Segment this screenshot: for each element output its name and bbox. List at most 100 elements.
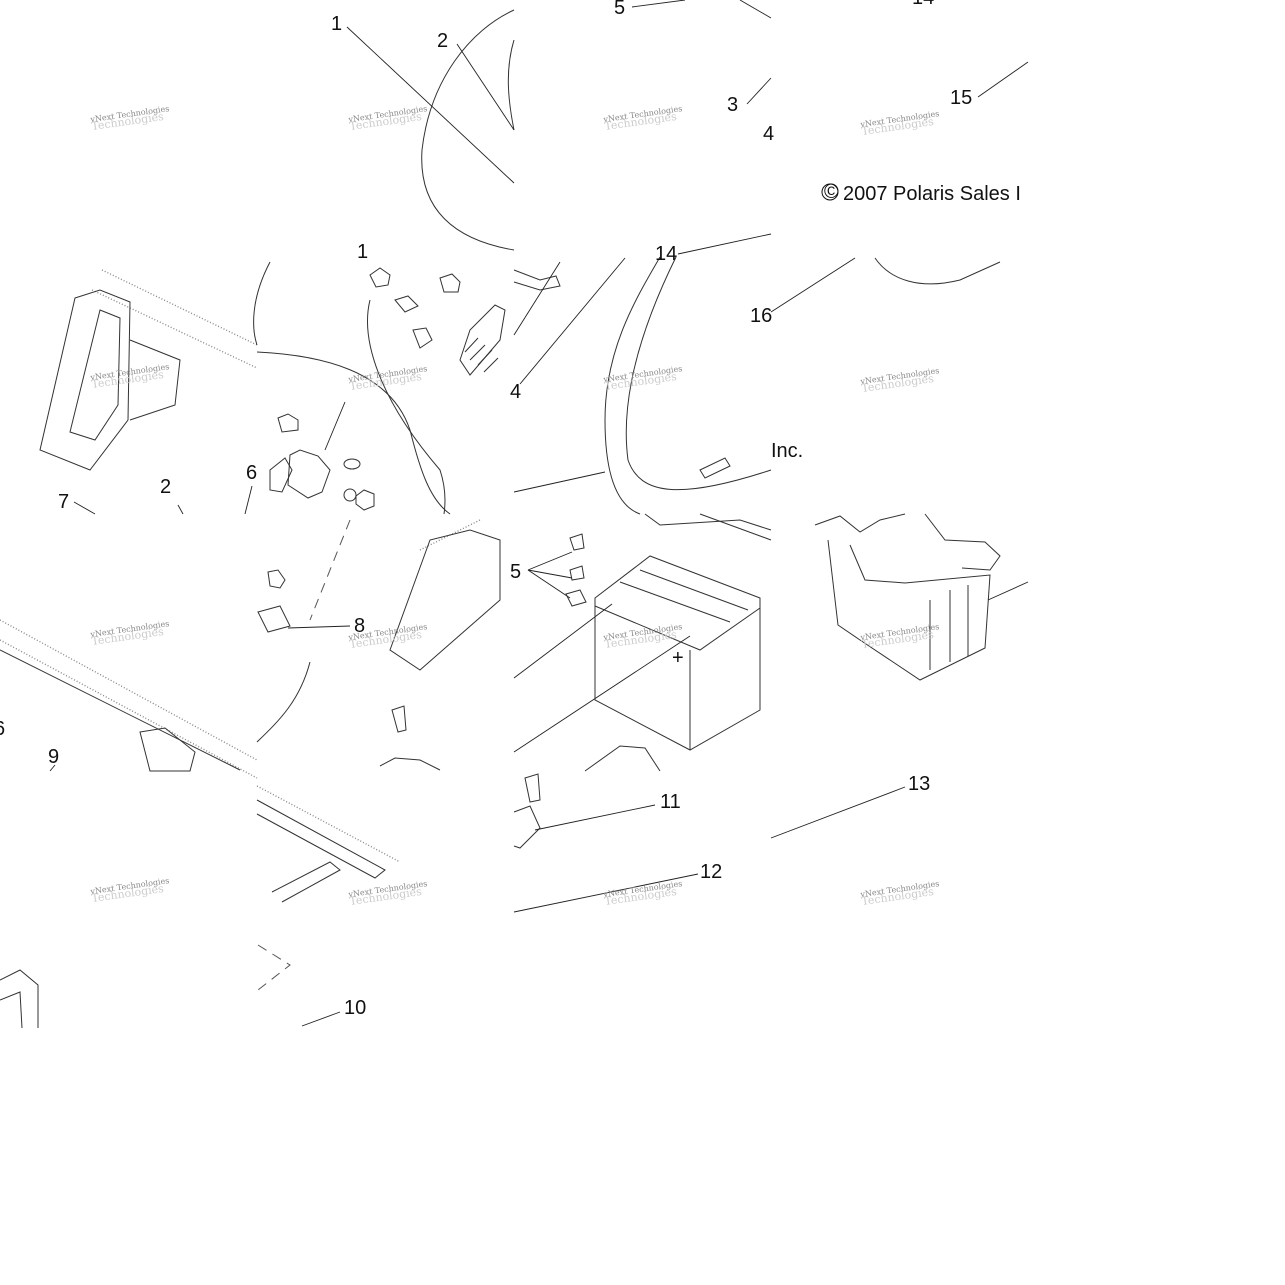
copyright-symbol-ring <box>821 183 839 201</box>
clip-8 <box>257 605 291 633</box>
washer-1 <box>343 458 361 470</box>
tray-mount <box>513 805 541 849</box>
rail-hatch-2 <box>0 639 258 779</box>
copyright-block: © 2007 Polaris Sales I Inc. <box>771 181 1021 462</box>
leader-12 <box>513 873 699 913</box>
leader-1 <box>346 26 515 184</box>
rail-edge <box>0 649 241 771</box>
solenoid <box>287 449 331 499</box>
tile-battery-box <box>814 513 1029 681</box>
washer-2 <box>343 488 357 502</box>
bolt-3 <box>412 327 433 349</box>
lower-corner-bracket <box>0 969 39 1029</box>
fuse-block <box>459 304 506 376</box>
callout-4b: 4 <box>510 381 521 403</box>
dash-guide-2 <box>257 944 291 991</box>
copyright-fragment: Inc. <box>771 440 803 462</box>
harness-outline <box>421 9 515 251</box>
copyright-symbol: © <box>824 181 839 203</box>
solenoid-terminal <box>269 457 293 493</box>
dash-guide-1 <box>309 519 351 621</box>
leader-14b <box>677 233 772 255</box>
leader-8 <box>287 625 351 629</box>
lower-frame-1 <box>256 785 401 863</box>
leader-10 <box>301 1011 341 1027</box>
box-ribs <box>929 585 969 670</box>
tile-right-row2 <box>770 257 1001 313</box>
tile-rail-left <box>0 619 258 779</box>
callout-14: 14 <box>912 0 934 9</box>
harness-loop <box>253 261 271 346</box>
tile-harness-right <box>513 233 772 515</box>
callout-14b: 14 <box>655 243 677 265</box>
box-lip <box>814 513 906 533</box>
leader-box <box>987 581 1029 601</box>
copyright-text: 2007 Polaris Sales I <box>843 183 1021 205</box>
callout-13: 13 <box>908 773 930 795</box>
fuse-row <box>464 337 499 373</box>
frame-right-bracket <box>389 529 501 671</box>
callout-6: 6 <box>246 462 257 484</box>
wire-batt-1 <box>513 603 613 679</box>
callout-12: 12 <box>700 861 722 883</box>
leader-7 <box>73 501 96 515</box>
tile-top-center <box>631 0 772 105</box>
leader-9 <box>49 764 56 772</box>
leader-1b <box>513 261 561 336</box>
bolt-1 <box>277 413 299 433</box>
tray-bolt <box>524 773 541 803</box>
harness-inner <box>507 39 515 131</box>
frame-rail-mid <box>91 289 258 369</box>
wire-to-battery <box>513 471 606 493</box>
callout-4: 4 <box>763 123 774 145</box>
leader-6 <box>244 485 253 515</box>
frame-rail-top <box>101 269 258 346</box>
tray-upper <box>584 745 661 772</box>
callout-8: 8 <box>354 615 365 637</box>
terminal-lug <box>394 295 419 313</box>
leader-3 <box>746 77 772 105</box>
tile-row4 <box>0 745 906 1029</box>
rail-hatch-1 <box>0 619 258 761</box>
nut-1 <box>369 267 391 288</box>
battery-plus-sign: + <box>672 647 684 669</box>
cable-lower <box>256 661 311 743</box>
ring-terminal <box>699 457 731 479</box>
leader-5-end <box>739 0 772 19</box>
leader-16 <box>770 257 856 313</box>
leader-11 <box>534 804 656 831</box>
battery-ribs <box>619 569 749 623</box>
box-body <box>827 539 991 681</box>
tile-top-right <box>977 61 1029 98</box>
callout-16: 16 <box>750 305 772 327</box>
callout-2b: 2 <box>160 476 171 498</box>
terminal-b <box>513 269 561 291</box>
leader-2b <box>177 504 184 515</box>
callout-9: 9 <box>48 746 59 768</box>
callout-15: 15 <box>950 87 972 109</box>
tile-harness-mid <box>244 261 506 515</box>
callout-1: 1 <box>331 13 342 35</box>
frame-bracket-inner <box>69 309 121 441</box>
tile-upper-harness <box>346 9 515 251</box>
callout-1b: 1 <box>357 241 368 263</box>
callout-6b: 6 <box>0 718 5 740</box>
cable-arc <box>604 256 661 515</box>
leader-5 <box>631 0 686 8</box>
leader-15 <box>977 61 1029 98</box>
nut-a <box>569 565 585 581</box>
main-wire <box>256 351 451 515</box>
lower-frame-3 <box>271 861 341 903</box>
leader-4b <box>519 257 626 385</box>
tray-top <box>644 513 772 541</box>
watermark-grid: Technologies vNext Technologies Technolo… <box>89 104 940 908</box>
callout-7: 7 <box>58 491 69 513</box>
tile-battery: + <box>513 513 772 753</box>
tile-bracket-mid <box>256 519 501 771</box>
lower-frame-2 <box>256 799 386 879</box>
wire-b <box>367 299 446 515</box>
rail-bracket <box>139 727 196 772</box>
callout-5b: 5 <box>510 561 521 583</box>
tile-frame-left <box>39 269 258 515</box>
